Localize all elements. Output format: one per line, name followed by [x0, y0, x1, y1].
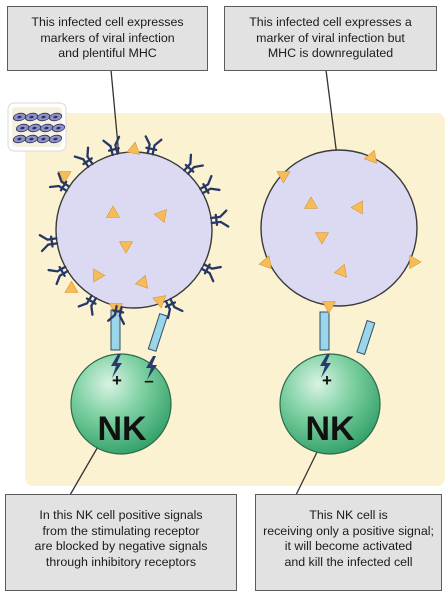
mhc-molecule-icon	[107, 304, 126, 325]
tissue-cell	[51, 123, 66, 133]
lightning-bolt-icon	[146, 356, 157, 380]
callout-line: and plentiful MHC	[58, 46, 157, 61]
receptor-right-unbound	[356, 319, 376, 356]
viral-marker-triangle	[276, 171, 291, 184]
negative-sign-left: –	[144, 371, 153, 390]
callout-line: In this NK cell positive signals	[39, 508, 203, 522]
callout-top-left: This infected cell expresses markers of …	[7, 6, 208, 71]
infected-cell-left	[55, 151, 213, 309]
tissue-cell	[36, 134, 51, 144]
viral-marker-triangle	[134, 274, 149, 289]
viral-marker-triangle	[126, 141, 141, 155]
positive-sign-left: +	[112, 371, 122, 390]
mhc-molecule-icon	[144, 135, 163, 156]
viral-marker-triangle	[64, 280, 79, 293]
callout-line: are blocked by negative signals	[34, 539, 208, 554]
callout-line: it will become activated	[284, 539, 413, 554]
callout-line: through inhibitory receptors	[45, 554, 197, 569]
viral-marker-triangle	[333, 263, 348, 278]
callout-bottom-right: This NK cell is receiving only a positiv…	[255, 494, 442, 591]
callout-line: This infected cell expresses a	[249, 15, 412, 29]
mhc-molecule-icon	[209, 209, 230, 228]
viral-marker-triangle	[105, 205, 121, 218]
viral-marker-triangle	[350, 200, 363, 215]
mhc-molecule-icon	[38, 234, 59, 253]
lightning-bolt-icon	[111, 354, 122, 378]
callout-line: and kill the infected cell	[284, 554, 413, 569]
mhc-molecule-icon	[183, 153, 204, 175]
viral-marker-triangle	[57, 171, 72, 184]
callout-line: This NK cell is	[309, 508, 388, 522]
viral-marker-triangle	[118, 241, 134, 254]
mhc-molecule-icon	[47, 265, 69, 286]
mhc-molecule-icon	[164, 297, 184, 320]
tissue-cell	[27, 123, 42, 133]
viral-marker-triangle	[153, 209, 167, 224]
callout-line: marker of viral infection but	[256, 30, 405, 45]
mhc-molecule-icon	[73, 146, 94, 168]
callout-line: from the stimulating receptor	[42, 523, 200, 538]
tissue-cell	[48, 134, 63, 144]
nk-label-right: NK	[305, 410, 355, 448]
callout-line: This infected cell expresses	[31, 15, 184, 29]
callout-line: markers of viral infection	[40, 30, 175, 45]
tissue-cells-icon	[7, 102, 67, 152]
nk-label-left: NK	[97, 410, 147, 448]
viral-marker-triangle	[321, 301, 337, 314]
viral-marker-triangle	[409, 254, 422, 270]
viral-marker-triangle	[314, 232, 330, 245]
mhc-molecule-icon	[48, 172, 71, 192]
infected-cell-right	[260, 149, 418, 307]
callout-top-right: This infected cell expresses a marker of…	[224, 6, 437, 71]
viral-marker-triangle	[303, 196, 319, 209]
mhc-molecule-icon	[102, 135, 121, 157]
inhibitory-receptor-left	[147, 313, 168, 352]
viral-marker-triangle	[152, 295, 167, 309]
mhc-molecule-icon	[77, 294, 98, 316]
mhc-molecule-icon	[199, 174, 221, 195]
callout-line: receiving only a positive signal;	[263, 523, 434, 538]
tissue-cell	[48, 112, 63, 122]
viral-marker-triangle	[363, 149, 378, 164]
callout-line: MHC is downregulated	[267, 46, 394, 61]
mhc-molecule-icon	[200, 263, 222, 283]
stimulating-receptor-right	[319, 311, 330, 351]
viral-marker-triangle	[258, 255, 272, 270]
viral-marker-triangle	[93, 268, 106, 283]
positive-sign-right: +	[322, 371, 332, 390]
lightning-bolt-icon	[320, 354, 331, 378]
callout-bottom-left: In this NK cell positive signals from th…	[5, 494, 237, 591]
